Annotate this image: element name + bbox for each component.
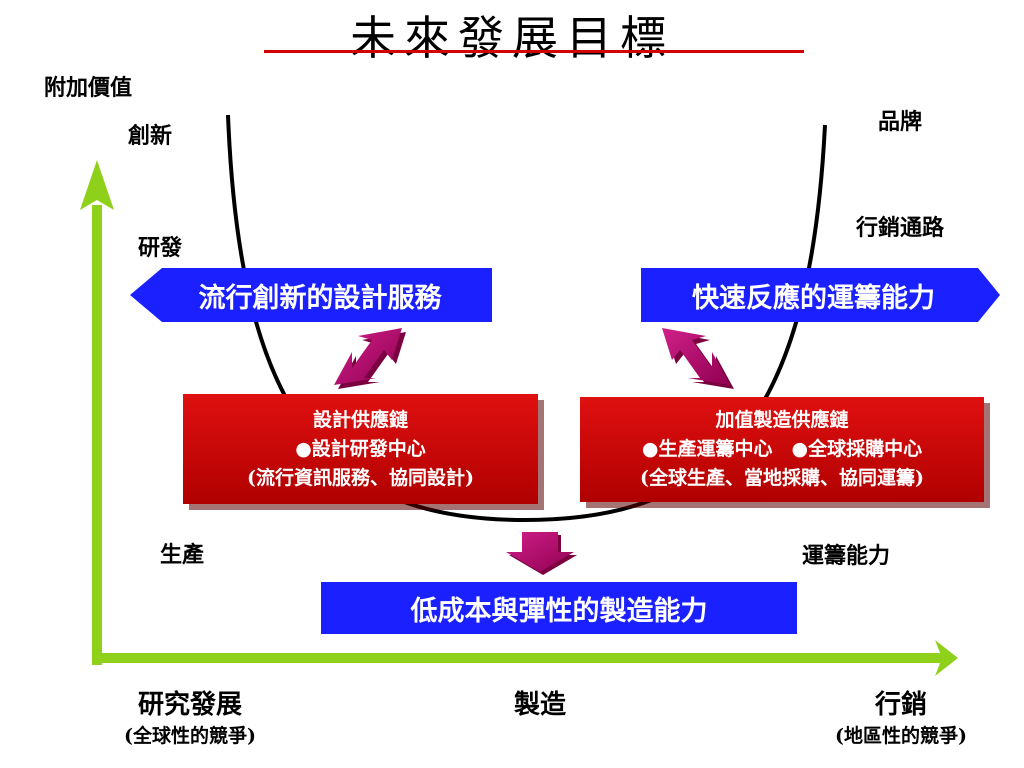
curve-label-channel: 行銷通路	[856, 215, 945, 241]
x-axis-label-marketing-group: 行銷 (地區性的競爭)	[806, 684, 996, 748]
curve-label-rnd: 研發	[138, 235, 183, 261]
purple-arrow-right-icon	[662, 328, 734, 389]
blue-box-left-shape	[130, 268, 492, 322]
curve-label-brand: 品牌	[878, 109, 923, 135]
y-axis	[80, 160, 114, 665]
title-underline	[264, 50, 804, 53]
x-axis-sub-marketing: (地區性的競爭)	[835, 725, 967, 747]
red-box-left-title: 設計供應鏈	[312, 408, 408, 431]
purple-arrow-down-icon	[506, 532, 577, 575]
y-axis-label: 附加價值	[44, 75, 133, 101]
x-axis-label-rnd: 研究發展	[137, 690, 242, 720]
x-axis-sub-rnd: (全球性的競爭)	[124, 725, 256, 747]
red-box-right-note: (全球生產、當地採購、協同運籌)	[640, 467, 924, 489]
blue-box-left: 流行創新的設計服務	[198, 282, 442, 314]
blue-box-right: 快速反應的運籌能力	[692, 282, 935, 314]
blue-box-bottom-shape	[321, 582, 797, 634]
red-box-right-shape	[580, 397, 984, 502]
blue-box-right-shape	[641, 268, 1000, 322]
smile-curve	[226, 114, 827, 523]
curve-label-logistics: 運籌能力	[802, 543, 891, 569]
red-box-left-note: (流行資訊服務、協同設計)	[247, 466, 474, 489]
x-axis-label-manufacturing-group: 製造	[480, 684, 600, 721]
page-title: 未來發展目標	[350, 11, 674, 65]
red-box-right-title: 加值製造供應鏈	[715, 409, 849, 431]
red-box-left: 設計供應鏈 ●設計研發中心 (流行資訊服務、協同設計)	[183, 394, 538, 504]
red-box-left-shape	[183, 394, 538, 504]
purple-arrow-left-icon	[334, 328, 406, 389]
red-box-left-item: ●設計研發中心	[295, 437, 426, 460]
red-box-right: 加值製造供應鏈 ●生產運籌中心 ●全球採購中心 (全球生產、當地採購、協同運籌)	[580, 397, 984, 502]
x-axis	[92, 640, 958, 676]
curve-label-production: 生產	[160, 542, 205, 568]
curve-label-innovation: 創新	[128, 123, 173, 149]
x-axis-label-marketing: 行銷	[874, 690, 927, 720]
blue-box-bottom: 低成本與彈性的製造能力	[410, 595, 708, 627]
x-axis-label-manufacturing: 製造	[513, 690, 566, 720]
red-box-right-items: ●生產運籌中心 ●全球採購中心	[641, 438, 923, 460]
x-axis-label-rnd-group: 研究發展 (全球性的競爭)	[90, 684, 290, 748]
